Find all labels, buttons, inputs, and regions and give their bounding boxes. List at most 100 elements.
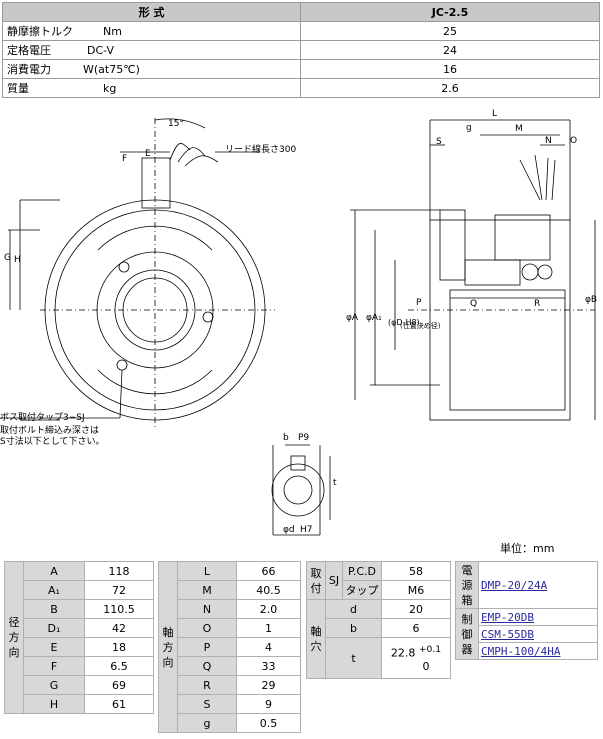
spec-row-label: 消費電力 W(at75℃) — [2, 59, 301, 79]
dim-key: E — [23, 637, 85, 657]
shaft-d-value: 20 — [381, 599, 451, 619]
dim-value: 42 — [84, 618, 154, 638]
dim-key: Q — [177, 656, 237, 676]
spec-name: 静摩擦トルク — [7, 25, 73, 38]
shaft-side-label: 軸穴 — [306, 599, 326, 679]
controller-link-2[interactable]: CSM-55DB — [481, 627, 534, 641]
tap-hole-3 — [116, 359, 128, 371]
dim-phiB: φB — [585, 295, 597, 305]
dim-value: 2.0 — [236, 599, 301, 619]
controller-table: 電源箱 DMP-20/24A 制御器 EMP-20DB CSM-55DB CMP… — [455, 561, 598, 660]
dim-value: 110.5 — [84, 599, 154, 619]
pcd-value: 58 — [381, 561, 451, 581]
lead-boss — [141, 157, 171, 209]
dim-value: 40.5 — [236, 580, 301, 600]
dim-key: M — [177, 580, 237, 600]
dim-phid: φd — [283, 525, 295, 535]
spec-unit: Nm — [103, 25, 122, 38]
dim-Q: Q — [470, 299, 477, 309]
dim-g: g — [466, 123, 472, 133]
dim-H7: H7 — [300, 525, 313, 535]
spec-header-model: JC-2.5 — [300, 2, 600, 22]
dim-key: B — [23, 599, 85, 619]
dim-key: F — [23, 656, 85, 676]
spec-row-label: 静摩擦トルク Nm — [2, 21, 301, 41]
shaft-b-value: 6 — [381, 618, 451, 638]
lead-wire-label: リード線長さ300 — [225, 143, 296, 155]
spec-name: 質量 — [7, 82, 29, 95]
dim-key: P — [177, 637, 237, 657]
dim-key: S — [177, 694, 237, 714]
side-coil — [494, 214, 551, 261]
tap-note-2: 取付ボルト締込み深さは — [0, 424, 99, 436]
spec-value: 16 — [300, 59, 600, 79]
technical-drawing: リード線長さ300 15° ボス取付タップ3−SJ 取付ボルト締込み深さは S寸… — [0, 109, 597, 536]
dim-phiA1: φA₁ — [366, 313, 382, 323]
spec-unit: kg — [103, 82, 117, 95]
spec-name: 定格電圧 — [7, 44, 51, 57]
dim-key: L — [177, 561, 237, 581]
shaft-t-tol-lower: 0 — [422, 659, 430, 673]
tap-note-1: ボス取付タップ3−SJ — [0, 412, 85, 423]
dim-value: 0.5 — [236, 713, 301, 733]
dim-L: L — [492, 109, 497, 119]
power-box-link[interactable]: DMP-20/24A — [481, 578, 548, 592]
dim-E: E — [145, 149, 151, 159]
spec-value: 24 — [300, 40, 600, 60]
dim-H: H — [14, 255, 21, 265]
dim-value: 61 — [84, 694, 154, 714]
spec-row-label: 質量 kg — [2, 78, 301, 98]
tap-hole-1 — [118, 261, 130, 273]
dim-S: S — [436, 137, 442, 147]
dim-value: 72 — [84, 580, 154, 600]
side-hub — [464, 259, 521, 286]
dim-value: 69 — [84, 675, 154, 695]
dim-key: D₁ — [23, 618, 85, 638]
side-lead-wires — [519, 154, 556, 201]
side-armature — [449, 289, 566, 411]
dim-b: b — [283, 433, 289, 443]
tap-value: M6 — [381, 580, 451, 600]
tap-label: タップ — [342, 580, 382, 600]
dim-phiD-note: (仕置決め径) — [400, 321, 441, 330]
dim-F: F — [122, 154, 127, 164]
mount-side-label: 取付 — [306, 561, 326, 600]
dim-value: 66 — [236, 561, 301, 581]
controller-link-1[interactable]: EMP-20DB — [481, 610, 534, 624]
side-boss — [439, 209, 466, 281]
spec-name: 消費電力 — [7, 63, 51, 76]
controller-link-3[interactable]: CMPH-100/4HA — [481, 644, 561, 658]
spec-value: 25 — [300, 21, 600, 41]
dim-P: P — [416, 298, 422, 308]
dim-key: A — [23, 561, 85, 581]
dim-O: O — [570, 136, 577, 146]
dim-value: 29 — [236, 675, 301, 695]
dim-value: 33 — [236, 656, 301, 676]
spec-header-label: 形 式 — [2, 2, 301, 22]
dim-G: G — [4, 253, 11, 263]
dim-key: g — [177, 713, 237, 733]
mount-sj: SJ — [325, 561, 343, 600]
tap-hole-2 — [202, 311, 214, 323]
axial-side-label: 軸方向 — [158, 561, 178, 733]
side-body — [429, 219, 571, 421]
shaft-t-tol-upper: +0.1 — [418, 644, 442, 656]
unit-label: 単位：mm — [500, 542, 555, 555]
dim-phiD: (φD-H8) — [388, 318, 420, 327]
dim-key: R — [177, 675, 237, 695]
spec-value: 2.6 — [300, 78, 600, 98]
radial-side-label: 径方向 — [4, 561, 24, 714]
dim-key: N — [177, 599, 237, 619]
dim-t: t — [333, 478, 337, 488]
dim-phiA: φA — [346, 313, 359, 323]
dim-value: 18 — [84, 637, 154, 657]
tap-note-3: S寸法以下として下さい。 — [0, 435, 104, 447]
angle-label: 15° — [168, 119, 184, 129]
dim-value: 4 — [236, 637, 301, 657]
spec-unit: W(at75℃) — [83, 63, 140, 76]
shaft-t-label: t — [325, 637, 382, 679]
